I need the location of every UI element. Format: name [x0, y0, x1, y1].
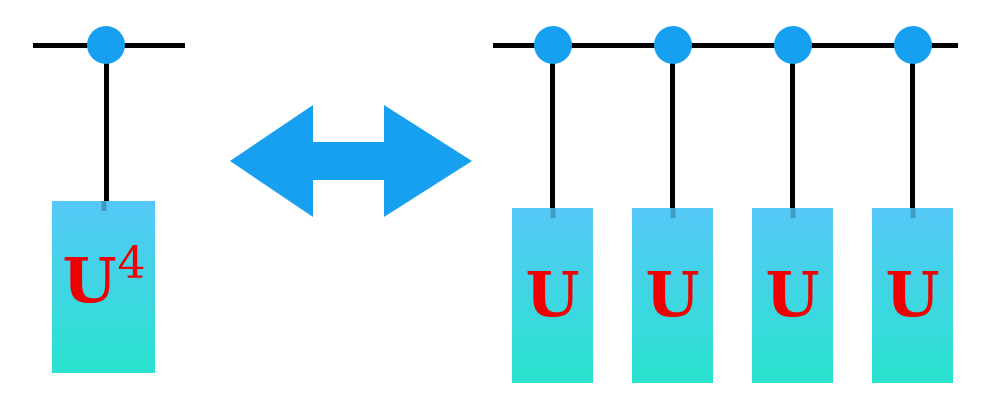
wire-notch: [790, 208, 795, 218]
left-control-dot-icon: [87, 26, 125, 64]
wire-notch: [101, 201, 106, 211]
right-control-dot-icon-2: [653, 26, 692, 64]
u-box-2: U: [632, 208, 713, 383]
right-control-dot-icon-4: [893, 26, 932, 64]
right-qubit-leg-2: [670, 45, 675, 215]
wire-notch: [550, 208, 555, 218]
right-qubit-leg-1: [550, 45, 555, 215]
u-box-3-label: U: [765, 257, 820, 331]
right-qubit-leg-3: [790, 45, 795, 215]
wire-notch: [910, 208, 915, 218]
double-arrow-icon: [230, 105, 472, 217]
wire-notch: [670, 208, 675, 218]
right-control-dot-icon-1: [533, 26, 572, 64]
u-power-4-box: U4: [52, 201, 155, 373]
u-box-2-label: U: [645, 257, 700, 331]
u-box-1: U: [512, 208, 593, 383]
right-control-dot-icon-3: [773, 26, 812, 64]
right-qubit-leg-4: [910, 45, 915, 215]
u-box-3: U: [752, 208, 833, 383]
u-box-4-label: U: [885, 257, 940, 331]
u-box-4: U: [872, 208, 953, 383]
u-box-1-label: U: [525, 257, 580, 331]
left-qubit-leg: [103, 45, 109, 205]
right-wire: [493, 43, 958, 48]
u-power-4-label: U4: [62, 238, 146, 317]
